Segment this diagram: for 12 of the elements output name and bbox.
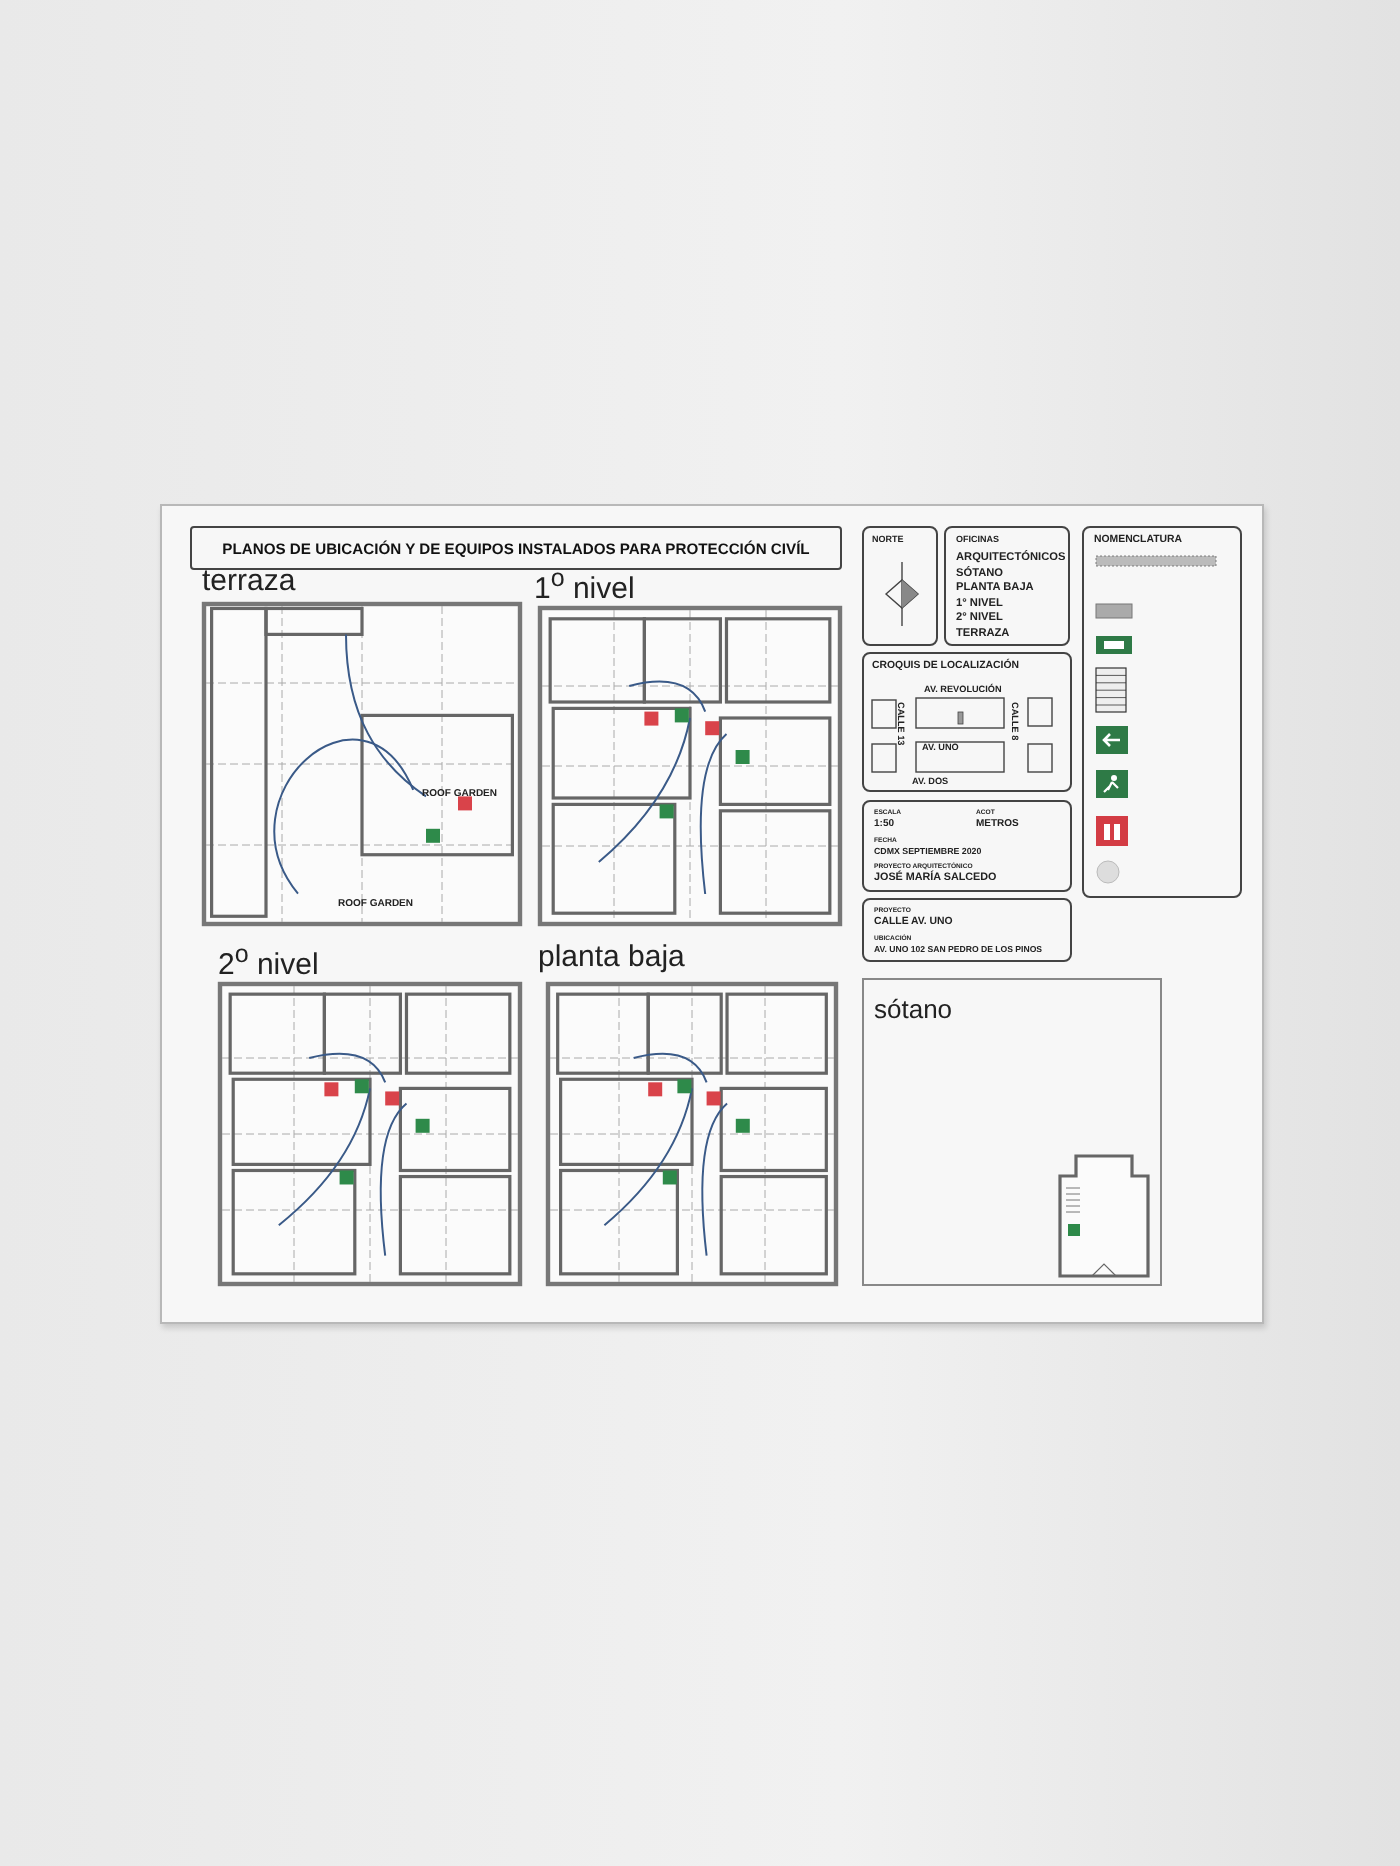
info-box — [862, 652, 1072, 792]
info-box — [944, 526, 1070, 646]
info-box — [862, 800, 1072, 892]
info-box — [1082, 526, 1242, 898]
floor-plan-panel — [862, 978, 1162, 1286]
info-box — [862, 898, 1072, 962]
plan-heading: 2$^{o}$ nivel — [218, 942, 319, 980]
plan-heading: planta baja — [538, 942, 685, 972]
plan-heading: 1$^{o}$ nivel — [534, 566, 635, 604]
plan-heading: terraza — [202, 566, 296, 596]
info-box — [862, 526, 938, 646]
plan-heading: sótano — [874, 996, 953, 1022]
